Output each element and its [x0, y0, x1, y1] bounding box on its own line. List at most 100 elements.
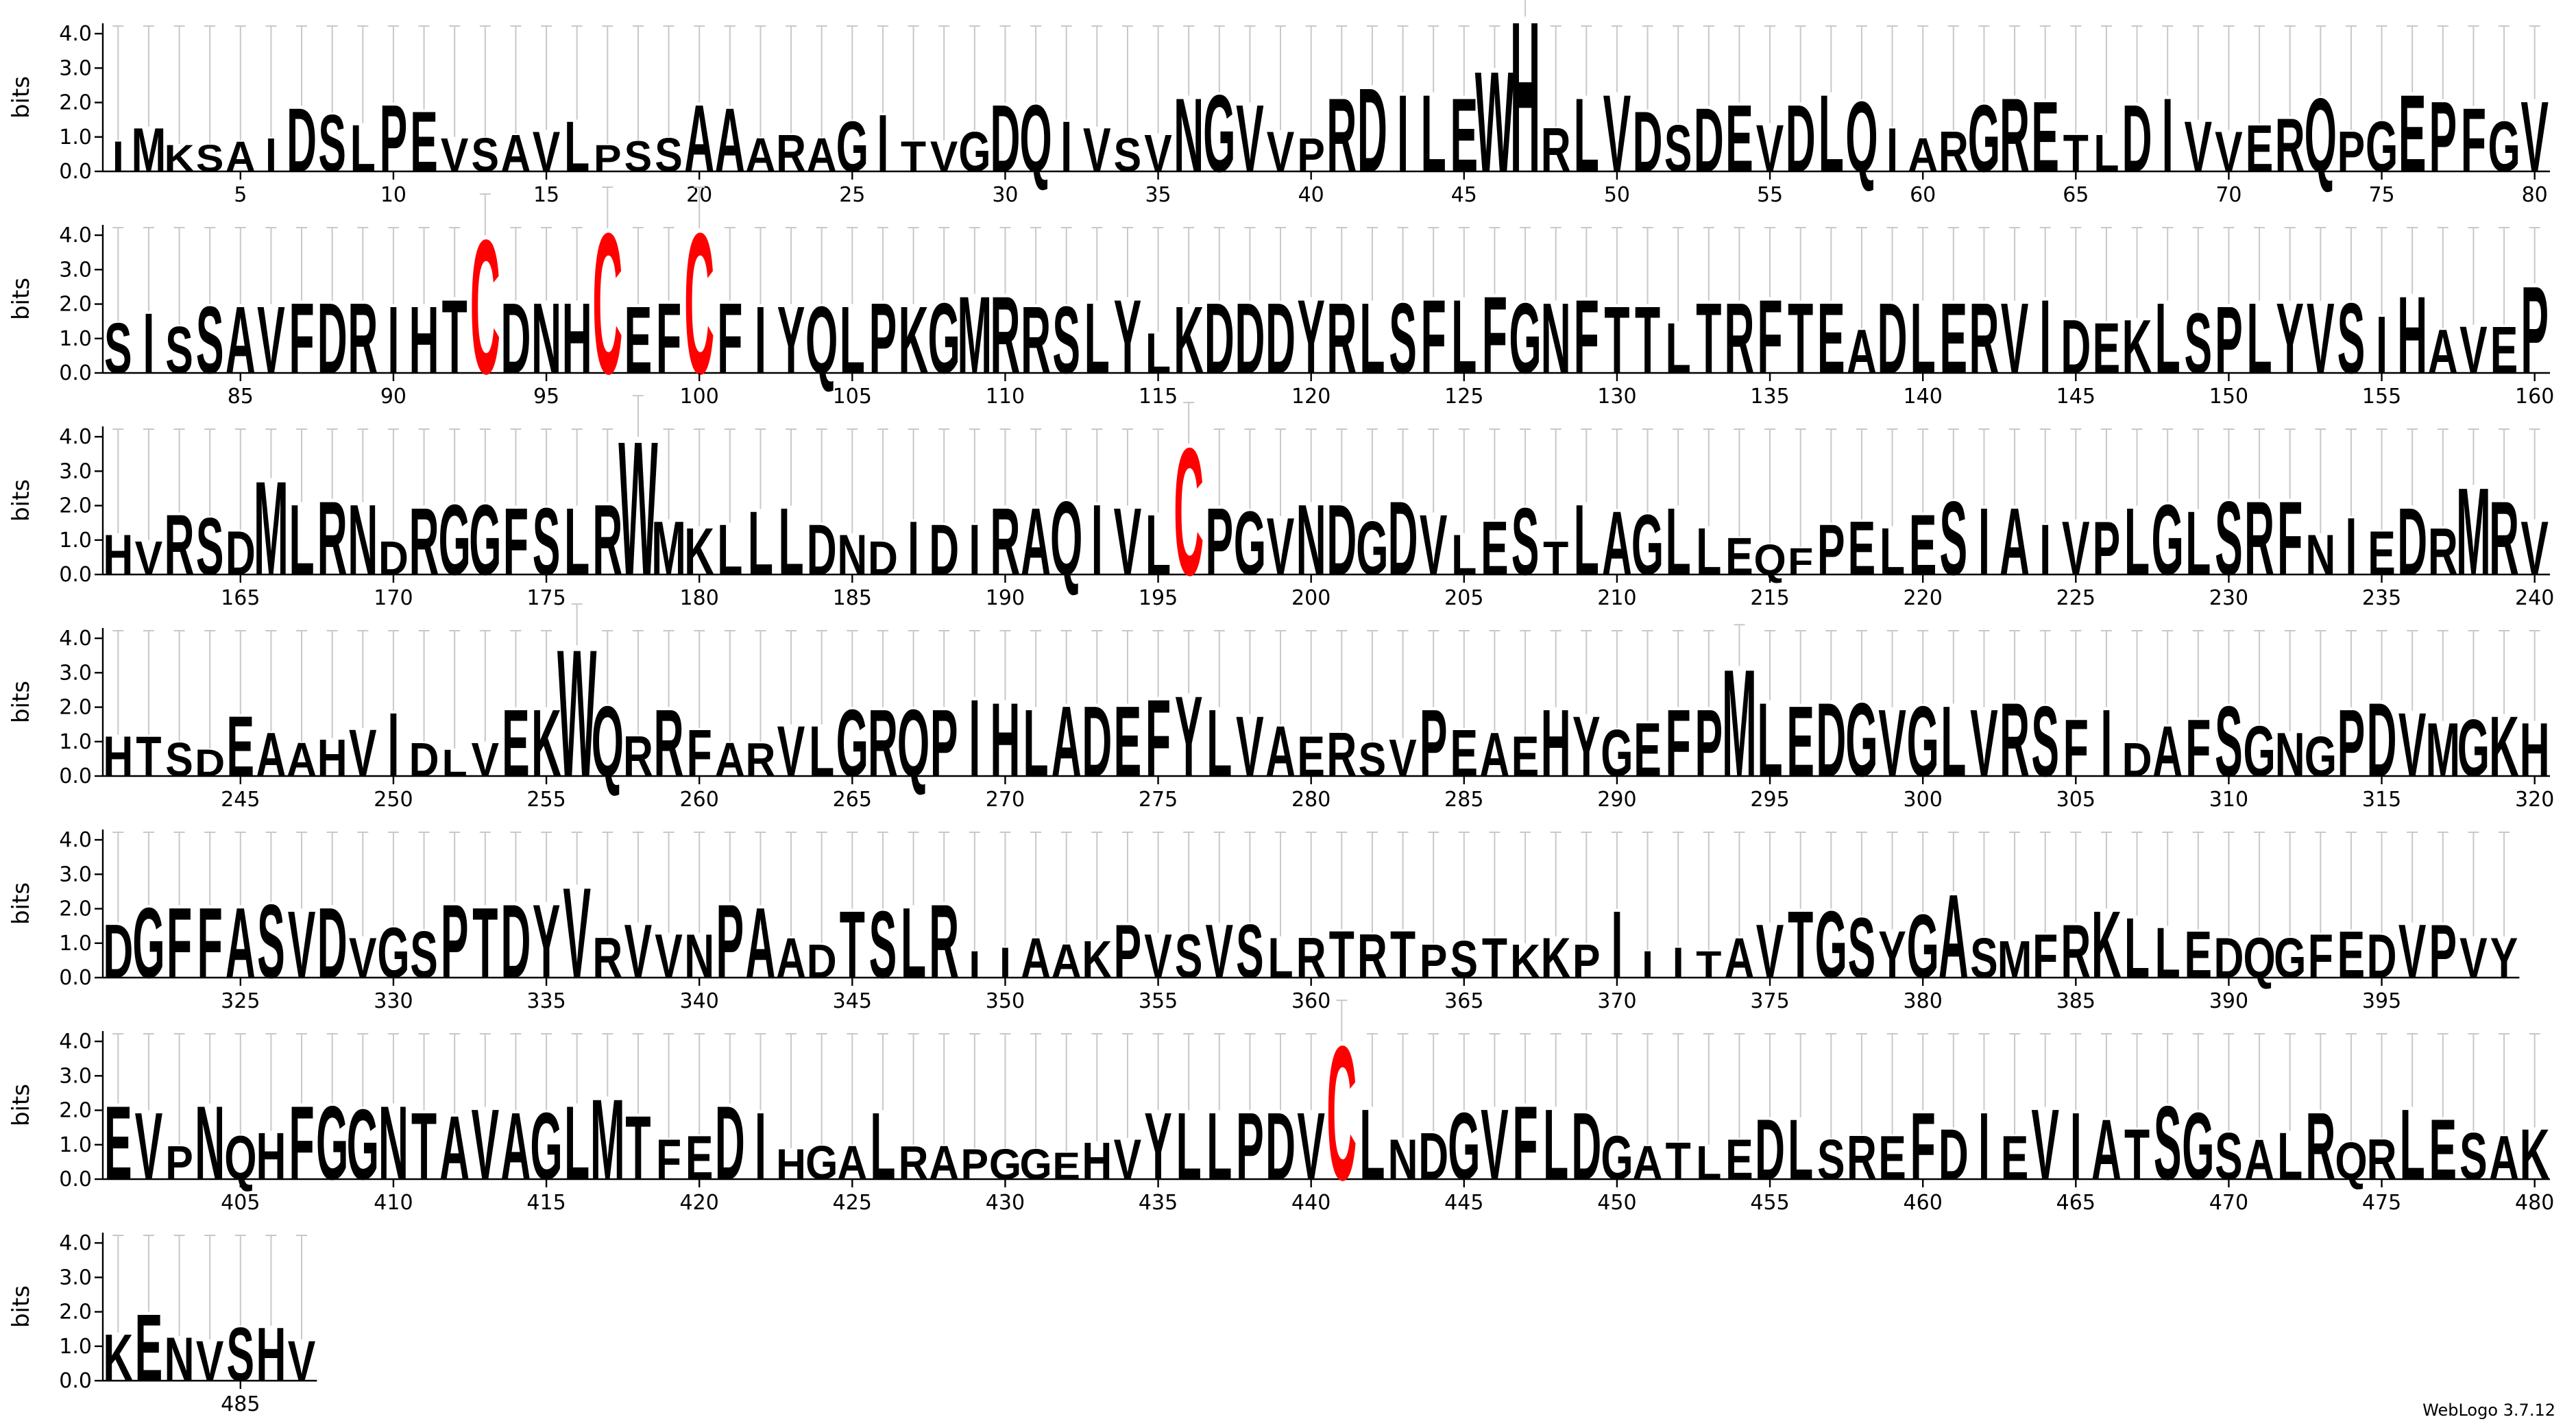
- residue-434: V: [1114, 1128, 1142, 1192]
- residue-164: S: [196, 501, 224, 592]
- residue-469: G: [2182, 1093, 2214, 1200]
- residue-239: R: [2489, 479, 2519, 597]
- residue-204: V: [1420, 497, 1448, 593]
- residue-346: S: [869, 891, 897, 998]
- residue-134: R: [1724, 282, 1754, 395]
- residue-461: D: [1939, 1115, 1969, 1195]
- residue-371: I: [1642, 943, 1653, 986]
- residue-463: E: [2001, 1124, 2029, 1193]
- residue-83: S: [165, 313, 193, 387]
- x-tick-label: 130: [1597, 385, 1636, 409]
- y-tick-label: 3.0: [59, 459, 92, 483]
- residue-356: S: [1175, 922, 1203, 991]
- residue-27: T: [901, 133, 926, 181]
- residue-186: D: [868, 531, 898, 585]
- residue-271: L: [1023, 690, 1049, 797]
- residue-394: E: [2337, 917, 2366, 992]
- residue-226: P: [2093, 507, 2121, 592]
- residue-9: L: [350, 111, 376, 186]
- residue-76: E: [2398, 72, 2427, 195]
- residue-443: N: [1388, 1128, 1418, 1192]
- residue-452: T: [1666, 1131, 1691, 1190]
- residue-114: Y: [1114, 278, 1142, 396]
- x-tick-label: 260: [680, 788, 719, 812]
- residue-243: S: [165, 733, 193, 786]
- residue-152: Y: [2276, 282, 2304, 395]
- residue-179: M: [651, 507, 686, 592]
- residue-282: S: [1359, 733, 1387, 786]
- residue-137: E: [1817, 282, 1845, 395]
- x-tick-label: 110: [986, 385, 1025, 409]
- residue-99: F: [656, 282, 681, 395]
- residue-176: L: [564, 488, 590, 595]
- residue-322: G: [132, 886, 165, 1000]
- weblogo-version-label: WebLogo 3.7.12: [2422, 1401, 2555, 1420]
- residue-155: I: [2376, 300, 2387, 390]
- y-tick-label: 4.0: [59, 22, 92, 46]
- residue-269: I: [969, 677, 980, 800]
- residue-437: L: [1206, 1093, 1232, 1200]
- x-tick-label: 325: [221, 989, 260, 1013]
- residue-309: F: [2185, 703, 2211, 793]
- residue-17: P: [594, 137, 622, 180]
- residue-31: Q: [1019, 85, 1052, 192]
- residue-47: H: [1510, 0, 1540, 217]
- residue-327: V: [288, 891, 316, 998]
- x-tick-label: 320: [2515, 788, 2554, 812]
- residue-206: E: [1481, 507, 1509, 592]
- residue-257: Q: [592, 685, 624, 798]
- y-axis-label: bits: [8, 479, 35, 522]
- y-tick-label: 3.0: [59, 862, 92, 886]
- residue-182: L: [748, 492, 773, 594]
- residue-291: E: [1633, 708, 1662, 793]
- residue-253: V: [472, 733, 500, 786]
- residue-224: I: [2039, 511, 2051, 590]
- x-tick-label: 395: [2362, 989, 2401, 1013]
- y-tick-label: 0.0: [59, 1167, 92, 1191]
- residue-431: G: [1019, 1141, 1052, 1189]
- residue-482: E: [135, 1294, 163, 1401]
- residue-316: V: [2398, 694, 2427, 795]
- residue-82: I: [143, 295, 154, 391]
- residue-293: P: [1695, 690, 1723, 797]
- residue-403: P: [165, 1136, 193, 1189]
- residue-147: K: [2122, 305, 2152, 390]
- residue-162: V: [135, 531, 163, 585]
- residue-266: R: [868, 690, 898, 797]
- residue-323: F: [167, 886, 192, 1000]
- residue-286: A: [1480, 721, 1510, 790]
- residue-308: A: [2152, 712, 2183, 792]
- residue-319: K: [2489, 699, 2519, 795]
- residue-84: S: [196, 287, 224, 394]
- residue-353: K: [1082, 930, 1112, 989]
- residue-117: D: [1204, 282, 1235, 395]
- residue-254: E: [502, 690, 530, 797]
- y-tick-label: 2.0: [59, 1099, 92, 1123]
- x-tick-label: 275: [1139, 788, 1178, 812]
- residue-131: T: [1635, 287, 1660, 394]
- residue-392: G: [2274, 927, 2306, 991]
- x-tick-label: 330: [374, 989, 413, 1013]
- x-tick-label: 300: [1904, 788, 1943, 812]
- residue-389: E: [2185, 917, 2213, 992]
- residue-221: S: [1940, 479, 1968, 597]
- residue-119: D: [1265, 282, 1296, 395]
- x-tick-label: 35: [1145, 183, 1171, 207]
- residue-123: S: [1389, 282, 1417, 395]
- x-tick-label: 455: [1750, 1191, 1789, 1215]
- y-tick-label: 1.0: [59, 1335, 92, 1359]
- x-tick-label: 240: [2515, 586, 2554, 610]
- x-tick-label: 90: [380, 385, 406, 409]
- residue-377: G: [1815, 891, 1847, 998]
- residue-369: P: [1572, 934, 1601, 988]
- residue-139: D: [1878, 282, 1908, 395]
- residue-274: E: [1114, 685, 1142, 798]
- x-tick-label: 170: [374, 586, 413, 610]
- residue-259: R: [654, 690, 684, 797]
- y-tick-label: 3.0: [59, 1266, 92, 1290]
- residue-483: N: [165, 1325, 195, 1394]
- residue-459: E: [1878, 1124, 1906, 1193]
- x-tick-label: 405: [221, 1191, 260, 1215]
- y-tick-label: 1.0: [59, 932, 92, 956]
